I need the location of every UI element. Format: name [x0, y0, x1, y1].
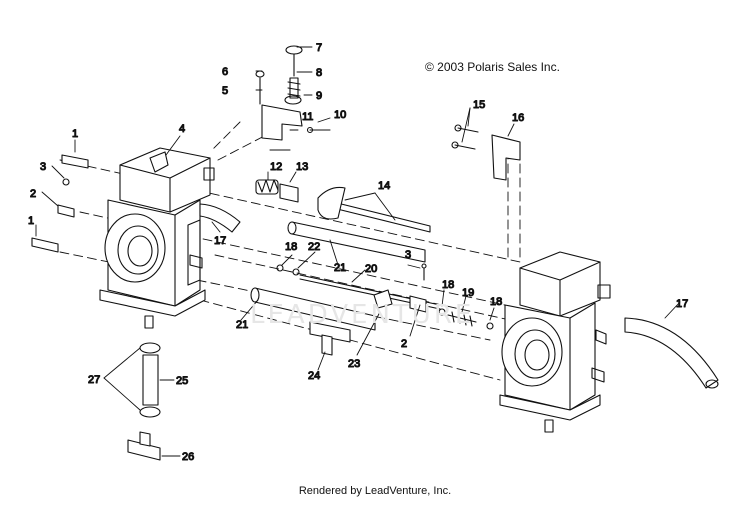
cable-bracket	[255, 45, 303, 141]
callout-14: 14	[378, 180, 390, 192]
vent-hose-right	[624, 317, 719, 389]
spring	[255, 179, 279, 195]
callout-17-left: 17	[214, 235, 226, 247]
callout-6: 6	[222, 66, 228, 78]
right-carburetor	[499, 251, 611, 433]
right-bracket	[491, 134, 521, 181]
callout-1-bottom: 1	[28, 215, 34, 227]
screws-15	[451, 124, 479, 150]
callout-5: 5	[222, 85, 228, 97]
small-parts	[269, 126, 494, 330]
callout-24: 24	[308, 370, 320, 382]
callout-26: 26	[182, 451, 194, 463]
throttle-lever	[317, 186, 346, 220]
callout-3-left: 3	[40, 161, 46, 173]
callout-23: 23	[348, 358, 360, 370]
vent-hose-left	[199, 203, 241, 233]
callout-20: 20	[365, 263, 377, 275]
callout-21-lower: 21	[236, 319, 248, 331]
callout-18-center: 18	[442, 279, 454, 291]
leader-lines	[35, 46, 681, 457]
callout-11: 11	[302, 111, 313, 123]
collar	[279, 183, 299, 203]
callout-22: 22	[308, 241, 320, 253]
callout-19: 19	[462, 287, 474, 299]
watermark: LEADVENTURE	[250, 300, 475, 330]
fuel-tube	[139, 342, 161, 418]
callout-7: 7	[316, 42, 322, 54]
copyright-notice: © 2003 Polaris Sales Inc.	[425, 60, 560, 74]
callout-8: 8	[316, 67, 322, 79]
t-fitting	[309, 321, 351, 356]
callout-2-left: 2	[30, 188, 36, 200]
callout-17-right: 17	[676, 298, 688, 310]
screws-1	[31, 154, 89, 253]
callout-10: 10	[334, 109, 346, 121]
left-carburetor	[99, 147, 215, 329]
callout-2-center: 2	[401, 338, 407, 350]
tube-upper	[287, 221, 426, 263]
callout-21-upper: 21	[334, 262, 346, 274]
callouts: 1 1 2 2 3 3 4 5 6 7 8 9 10 11 12 13 14 1…	[27, 41, 688, 463]
callout-25: 25	[176, 375, 188, 387]
callout-18-right: 18	[490, 296, 502, 308]
callout-27: 27	[88, 374, 100, 386]
callout-3-center: 3	[405, 249, 411, 261]
callout-12: 12	[270, 161, 282, 173]
callout-4: 4	[179, 123, 185, 135]
callout-9: 9	[316, 90, 322, 102]
callout-15: 15	[473, 99, 485, 111]
footer-credit: Rendered by LeadVenture, Inc.	[298, 485, 452, 497]
callout-13: 13	[296, 161, 308, 173]
callout-18-left: 18	[285, 241, 297, 253]
tube-lower	[250, 287, 376, 331]
callout-16: 16	[512, 112, 524, 124]
callout-1-top: 1	[72, 128, 78, 140]
fuel-t-fitting	[127, 431, 161, 461]
